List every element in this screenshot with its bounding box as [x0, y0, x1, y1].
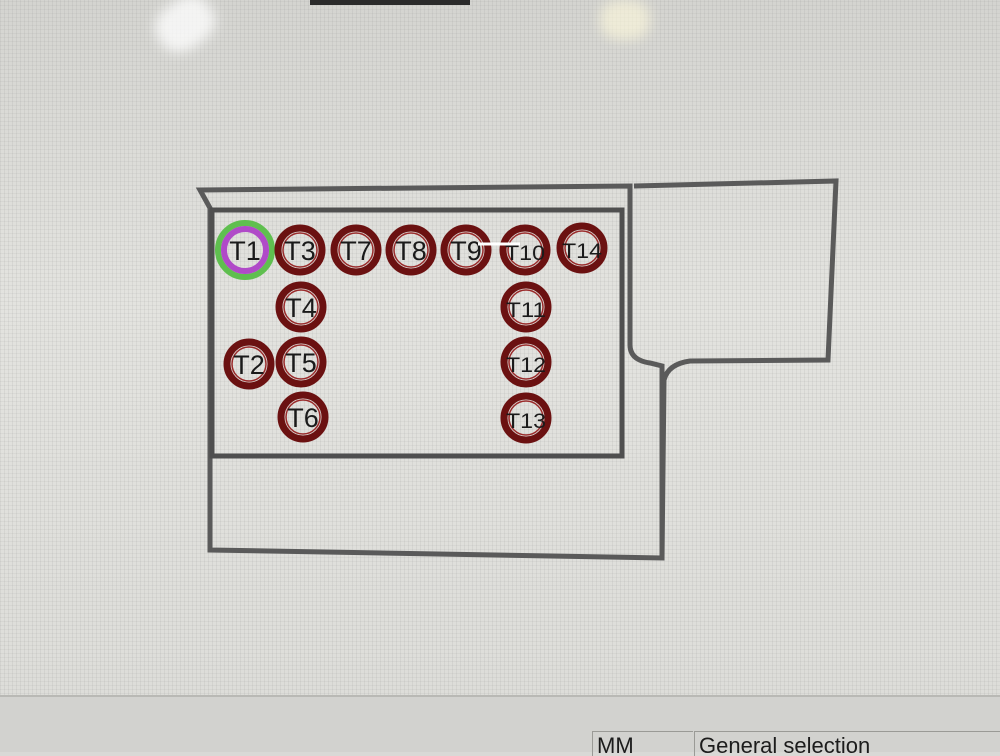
tool-label: T13 [506, 410, 546, 433]
tool-label: T7 [340, 236, 372, 266]
tool-ring-inner [283, 289, 319, 325]
selection-ring [215, 220, 275, 280]
tool-ring [500, 281, 552, 333]
tool-ring-inner [283, 344, 319, 380]
tool-t4[interactable]: T4 [275, 281, 327, 333]
selection-mode-indicator[interactable]: General selection [694, 731, 1000, 756]
tool-t10[interactable]: T10 [499, 224, 551, 276]
tool-t9[interactable]: T9 [440, 224, 492, 276]
tool-label: T9 [450, 236, 482, 266]
tool-ring-inner [285, 399, 321, 435]
board-tab-outline [633, 178, 839, 559]
selection-inner-ring [221, 226, 269, 274]
tool-label: T11 [506, 299, 546, 322]
tool-t2[interactable]: T2 [223, 338, 275, 390]
tool-label: T1 [229, 236, 261, 266]
tool-ring [275, 336, 327, 388]
tool-ring-inner [338, 232, 374, 268]
tool-t11[interactable]: T11 [500, 281, 552, 333]
work-area-outline [209, 207, 625, 459]
tool-ring-inner [231, 346, 267, 382]
tool-ring [275, 281, 327, 333]
tool-label: T10 [505, 242, 545, 265]
tool-t3[interactable]: T3 [274, 224, 326, 276]
tool-ring-inner [564, 230, 600, 266]
tool-ring [500, 392, 552, 444]
units-indicator[interactable]: MM [592, 731, 693, 756]
tool-ring [223, 338, 275, 390]
tool-t5[interactable]: T5 [275, 336, 327, 388]
tool-label: T8 [395, 236, 427, 266]
tool-ring-inner [507, 232, 543, 268]
tool-ring-inner [508, 400, 544, 436]
tool-ring [274, 224, 326, 276]
tool-label: T4 [285, 293, 317, 323]
tool-t7[interactable]: T7 [330, 224, 382, 276]
tool-t13[interactable]: T13 [500, 392, 552, 444]
tool-ring [499, 224, 551, 276]
status-bar: MM General selection [0, 695, 1000, 756]
screen-glare [600, 0, 650, 40]
top-toolbar-edge [310, 0, 470, 5]
tool-label: T14 [562, 240, 602, 263]
tool-ring-inner [448, 232, 484, 268]
tool-ring-inner [282, 232, 318, 268]
tool-ring-inner [508, 344, 544, 380]
tool-label: T6 [287, 403, 319, 433]
tool-t1[interactable]: T1 [215, 220, 275, 280]
tool-label: T12 [506, 354, 546, 377]
tool-label: T3 [284, 236, 316, 266]
tool-label: T5 [285, 348, 317, 378]
tool-t12[interactable]: T12 [500, 336, 552, 388]
tool-label: T2 [233, 350, 265, 380]
tool-ring-inner [393, 232, 429, 268]
tool-ring [277, 391, 329, 443]
tool-ring-inner [508, 289, 544, 325]
tool-t14[interactable]: T14 [556, 222, 608, 274]
tool-ring [556, 222, 608, 274]
board-outline [195, 183, 665, 561]
tool-ring [385, 224, 437, 276]
tool-ring [440, 224, 492, 276]
tool-t6[interactable]: T6 [277, 391, 329, 443]
tool-ring [330, 224, 382, 276]
tool-t8[interactable]: T8 [385, 224, 437, 276]
tool-ring [500, 336, 552, 388]
